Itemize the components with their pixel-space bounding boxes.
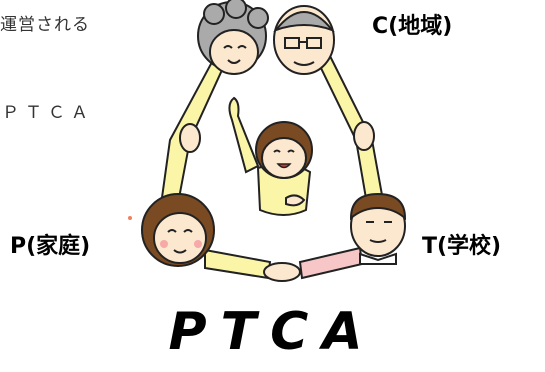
handshake-hands: [179, 121, 375, 282]
label-community: C(地域): [372, 14, 453, 39]
grandmother-face: [197, 0, 269, 75]
mother-face: [128, 193, 215, 267]
label-teacher: T(学校): [422, 234, 502, 259]
child-waving: [228, 96, 313, 216]
ptca-title: PTCA: [168, 302, 377, 362]
teacher-face: [349, 192, 407, 265]
grandfather-face: [273, 5, 335, 75]
text-fragment-middle: ＰＴＣＡ: [2, 103, 94, 123]
label-parent: P(家庭): [10, 234, 91, 259]
text-fragment-top: 運営される: [0, 15, 90, 35]
